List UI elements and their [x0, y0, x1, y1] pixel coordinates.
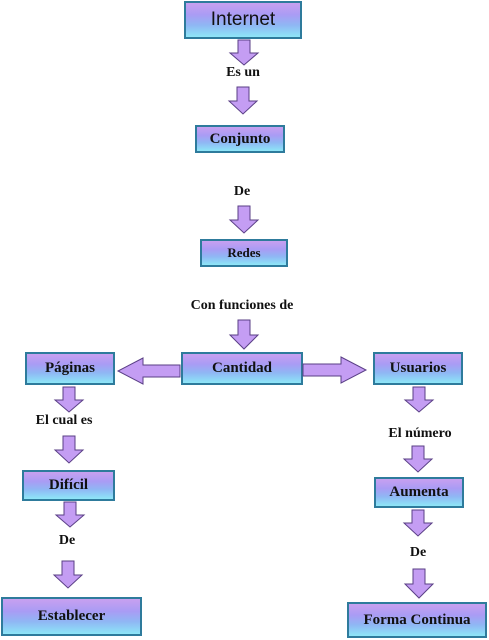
label-con-funciones-de: Con funciones de [190, 298, 294, 313]
node-cantidad-label: Cantidad [211, 360, 273, 376]
label-es-un: Es un [226, 65, 260, 80]
node-dificil: Difícil [22, 470, 115, 501]
arrow-down-paginas [53, 386, 85, 413]
arrow-down-de-redes [228, 205, 260, 234]
node-usuarios-label: Usuarios [389, 360, 447, 376]
arrow-down-dificil [54, 501, 86, 528]
node-aumenta-label: Aumenta [389, 484, 449, 500]
node-conjunto-label: Conjunto [209, 130, 271, 147]
arrow-down-usuarios [403, 386, 435, 413]
node-establecer: Establecer [1, 597, 142, 636]
node-establecer-label: Establecer [37, 608, 106, 624]
node-forma-continua: Forma Continua [347, 602, 487, 638]
node-redes-label: Redes [227, 245, 261, 260]
label-el-cual-es: El cual es [35, 413, 93, 428]
node-paginas: Páginas [25, 352, 115, 385]
arrow-down-aumenta [402, 509, 434, 537]
node-conjunto: Conjunto [195, 125, 285, 153]
arrow-right-cantidad-usuarios [302, 356, 368, 384]
label-de-3: De [409, 545, 427, 560]
node-internet: Internet [184, 1, 302, 39]
arrow-left-cantidad-paginas [116, 357, 181, 385]
arrow-down-de-establecer [52, 560, 84, 589]
node-aumenta: Aumenta [374, 477, 464, 508]
arrow-down-de-formacontinua [403, 568, 435, 599]
node-cantidad: Cantidad [181, 352, 303, 385]
node-forma-continua-label: Forma Continua [363, 611, 471, 628]
label-de-1: De [233, 184, 251, 199]
arrow-down-internet-esun [228, 39, 260, 66]
node-internet-label: Internet [210, 9, 276, 30]
arrow-down-elcuales-dificil [53, 435, 85, 464]
label-de-2: De [58, 533, 76, 548]
arrow-down-confunciones-cantidad [228, 319, 260, 350]
node-redes: Redes [200, 239, 288, 267]
node-dificil-label: Difícil [48, 477, 89, 493]
label-el-numero: El número [388, 426, 452, 441]
arrow-down-esun-conjunto [227, 86, 259, 115]
node-usuarios: Usuarios [373, 352, 463, 385]
arrow-down-elnumero-aumenta [402, 445, 434, 473]
node-paginas-label: Páginas [44, 360, 95, 376]
